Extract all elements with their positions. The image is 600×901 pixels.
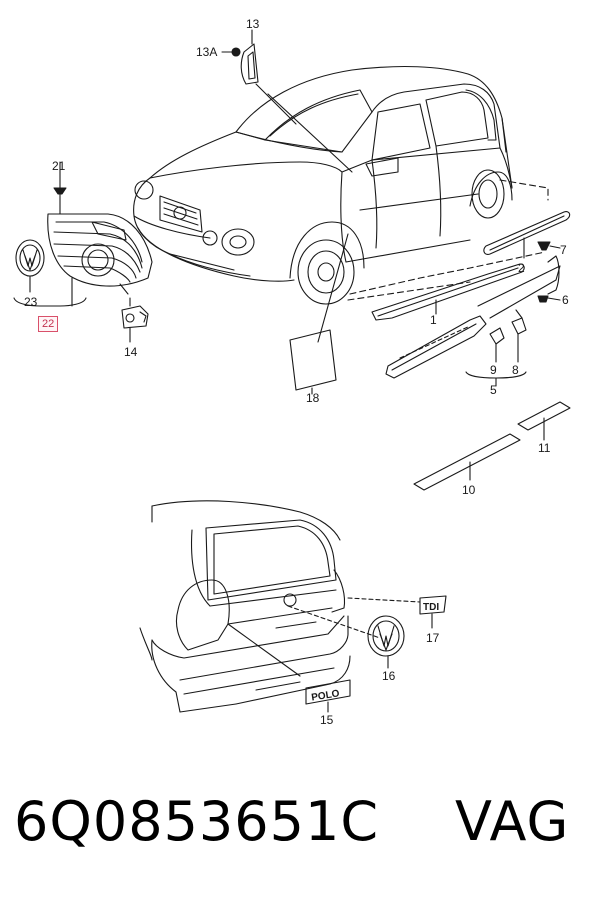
part-number: 6Q0853651C [14,790,380,853]
callout-21: 21 [52,159,66,173]
part-23-vw-emblem [13,239,87,307]
part-2-door-moulding [483,211,571,259]
callout-1: 1 [430,313,437,327]
callout-10: 10 [462,483,476,497]
callout-7: 7 [560,243,567,257]
part-8-clip [511,309,527,363]
part-13-trim [221,29,353,173]
callout-9: 9 [490,363,497,377]
part-6-7-rear-trim [537,241,561,303]
part-16-vw-emblem [367,615,405,669]
callout-14: 14 [124,345,138,359]
callout-5: 5 [490,383,497,397]
part-10-decal-strip [413,433,521,491]
parts-diagram: POLO TDI [13,29,571,713]
part-14-bracket [121,297,149,343]
part-11-decal-strip [517,401,571,441]
part-17-tdi-badge [419,595,447,629]
callout-15: 15 [320,713,334,727]
part-18-badge [289,233,349,395]
callout-11: 11 [538,441,551,455]
callout-17: 17 [426,631,440,645]
callout-18: 18 [306,391,320,405]
callout-13a: 13A [196,45,218,59]
rear-car-illustration [139,500,421,713]
tdi-badge-text: TDI [423,602,439,613]
polo-badge-text: POLO [311,688,341,703]
callout-16: 16 [382,669,396,683]
part-15-polo-badge [305,679,351,713]
callout-2: 2 [518,261,525,275]
part-5-sill-panel [385,265,561,387]
part-22-front-grille [47,161,153,295]
callout-23: 23 [24,295,38,309]
callout-6: 6 [562,293,569,307]
callout-13: 13 [246,17,260,31]
part-1-side-moulding [371,263,525,321]
part-9-clip [489,327,505,363]
front-car-illustration [133,65,549,305]
callout-22-highlighted[interactable]: 22 [38,316,59,332]
brand-name: VAG [455,790,570,853]
callout-8: 8 [512,363,519,377]
